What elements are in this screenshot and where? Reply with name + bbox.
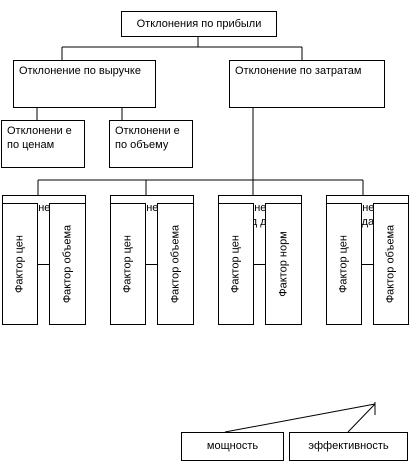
cost-deviation-node: Отклонение по затратам (229, 60, 385, 108)
efficiency-node: эффективность (289, 432, 408, 461)
group-4-volume-factor-label: Фактор объема (384, 224, 397, 304)
root-node: Отклонения по прибыли (121, 11, 277, 37)
group-1-price-factor-label: Фактор цен (13, 235, 26, 293)
group-3-norm-factor: Фактор норм (265, 203, 302, 325)
group-4-price-factor: Фактор цен (326, 203, 362, 325)
volume-deviation-label: Отклонени е по объему (115, 125, 180, 151)
group-1-volume-factor: Фактор объема (49, 203, 86, 325)
root-label: Отклонения по прибыли (136, 18, 262, 30)
group-1-volume-factor-label: Фактор объема (61, 224, 73, 304)
revenue-deviation-label: Отклонение по выручке (19, 65, 141, 77)
efficiency-label: эффективность (308, 440, 389, 452)
group-2-volume-factor-label: Фактор объема (169, 224, 181, 304)
group-4-volume-factor: Фактор объема (373, 203, 409, 325)
cost-deviation-label: Отклонение по затратам (235, 65, 362, 77)
capacity-label: мощность (206, 440, 259, 452)
group-3-price-factor-label: Фактор цен (229, 235, 242, 293)
price-deviation-node: Отклонени е по ценам (1, 120, 85, 168)
capacity-node: мощность (181, 432, 284, 461)
group-2-volume-factor: Фактор объема (157, 203, 194, 325)
group-3-price-factor: Фактор цен (218, 203, 254, 325)
volume-deviation-node: Отклонени е по объему (109, 120, 193, 168)
group-2-price-factor-label: Фактор цен (121, 235, 134, 293)
group-3-norm-factor-label: Фактор норм (277, 231, 289, 297)
price-deviation-label: Отклонени е по ценам (7, 125, 72, 151)
revenue-deviation-node: Отклонение по выручке (13, 60, 156, 108)
group-1-price-factor: Фактор цен (2, 203, 38, 325)
group-4-price-factor-label: Фактор цен (337, 235, 350, 293)
group-2-price-factor: Фактор цен (110, 203, 146, 325)
